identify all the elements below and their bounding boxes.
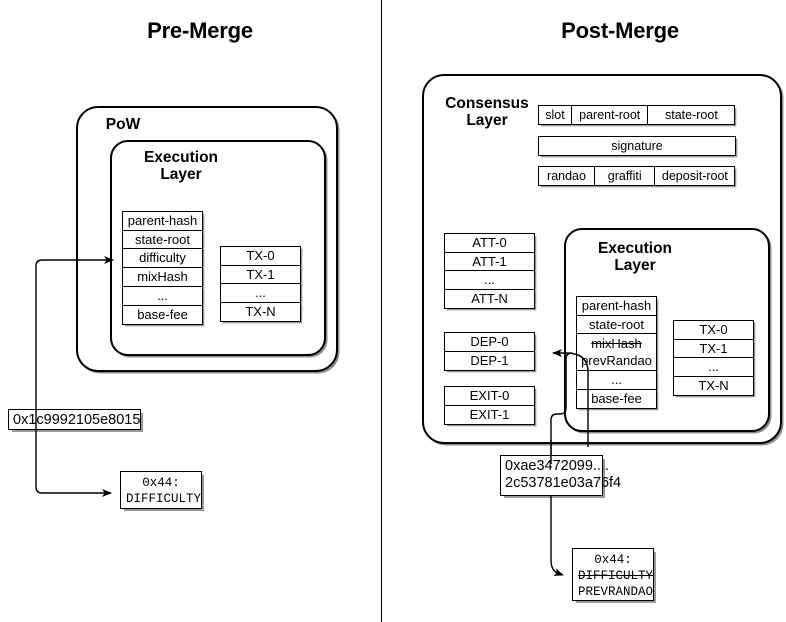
list-item-randao: mixHash prevRandao — [576, 333, 657, 372]
pre-merge-opcode-box: 0x44: DIFFICULTY — [120, 471, 202, 509]
list-item: state-root — [647, 105, 736, 125]
post-merge-transaction-stack: TX-0 TX-1 ... TX-N — [673, 320, 754, 397]
page-title-post-merge: Post-Merge — [561, 18, 679, 43]
pre-merge-header-stack: parent-hash state-root difficulty mixHas… — [122, 211, 203, 325]
arrow-hash-to-prevrandao — [552, 349, 589, 447]
beacon-header-row-3: randao graffiti deposit-root — [538, 166, 736, 186]
prevrandao-label: prevRandao — [581, 353, 652, 369]
arrow-hash-to-opcode — [550, 496, 564, 576]
pre-merge-execution-layer-label: Execution Layer — [143, 149, 219, 183]
list-item: base-fee — [122, 304, 203, 325]
deposit-stack: DEP-0 DEP-1 — [444, 332, 535, 371]
pre-merge-hash-label: 0x1c9992105e8015 — [8, 409, 141, 430]
list-item: TX-0 — [673, 320, 754, 340]
post-merge-hash-label: 0xae3472099.... 2c53781e03a76f4 — [500, 455, 622, 496]
arrow-spacer — [551, 353, 566, 480]
post-merge-header-stack: parent-hash state-root mixHash prevRanda… — [576, 296, 657, 409]
list-item: deposit-root — [654, 166, 736, 186]
list-item: parent-root — [570, 105, 649, 125]
arrow-hash-to-difficulty — [35, 256, 114, 425]
list-item: parent-hash — [576, 296, 657, 316]
opcode-number: 0x44: — [142, 476, 180, 490]
hash-line-2: 2c53781e03a76f4 — [505, 475, 622, 491]
post-merge-opcode-box: 0x44: DIFFICULTY PREVRANDAO — [572, 548, 654, 601]
attestation-stack: ATT-0 ATT-1 ... ATT-N — [444, 233, 535, 310]
arrow-hash-to-opcode — [35, 425, 112, 497]
pre-merge-transaction-stack: TX-0 TX-1 ... TX-N — [220, 246, 301, 323]
list-item: ATT-N — [444, 289, 535, 310]
list-item: TX-N — [220, 302, 301, 323]
list-item: EXIT-1 — [444, 404, 535, 425]
page-title-pre-merge: Pre-Merge — [147, 18, 253, 43]
exit-stack: EXIT-0 EXIT-1 — [444, 386, 535, 425]
beacon-header-row-2: signature — [538, 136, 736, 156]
post-merge-execution-layer-label: Execution Layer — [597, 240, 673, 274]
list-item: DEP-1 — [444, 350, 535, 371]
opcode-name-new: PREVRANDAO — [578, 585, 654, 599]
list-item: randao — [538, 166, 595, 186]
opcode-name: DIFFICULTY — [126, 492, 202, 506]
arrow-hash-to-prevrandao-tail — [550, 352, 573, 464]
list-item: state-root — [576, 314, 657, 335]
list-item: difficulty — [122, 248, 203, 269]
mixhash-deprecated-label: mixHash — [591, 336, 642, 352]
list-item: TX-N — [673, 376, 754, 397]
beacon-header-row-1: slot parent-root state-root — [538, 105, 736, 125]
list-item: ATT-1 — [444, 251, 535, 272]
hash-line-1: 0xae3472099.... — [505, 458, 610, 474]
list-item: base-fee — [576, 388, 657, 409]
panel-divider — [381, 0, 382, 622]
list-item: state-root — [122, 229, 203, 250]
list-item: parent-hash — [122, 211, 203, 231]
opcode-number: 0x44: — [594, 553, 632, 567]
list-item: signature — [538, 136, 736, 156]
consensus-layer-label: Consensus Layer — [445, 95, 529, 129]
list-item: slot — [538, 105, 572, 125]
pow-label: PoW — [105, 116, 141, 133]
opcode-name-deprecated: DIFFICULTY — [578, 569, 654, 583]
